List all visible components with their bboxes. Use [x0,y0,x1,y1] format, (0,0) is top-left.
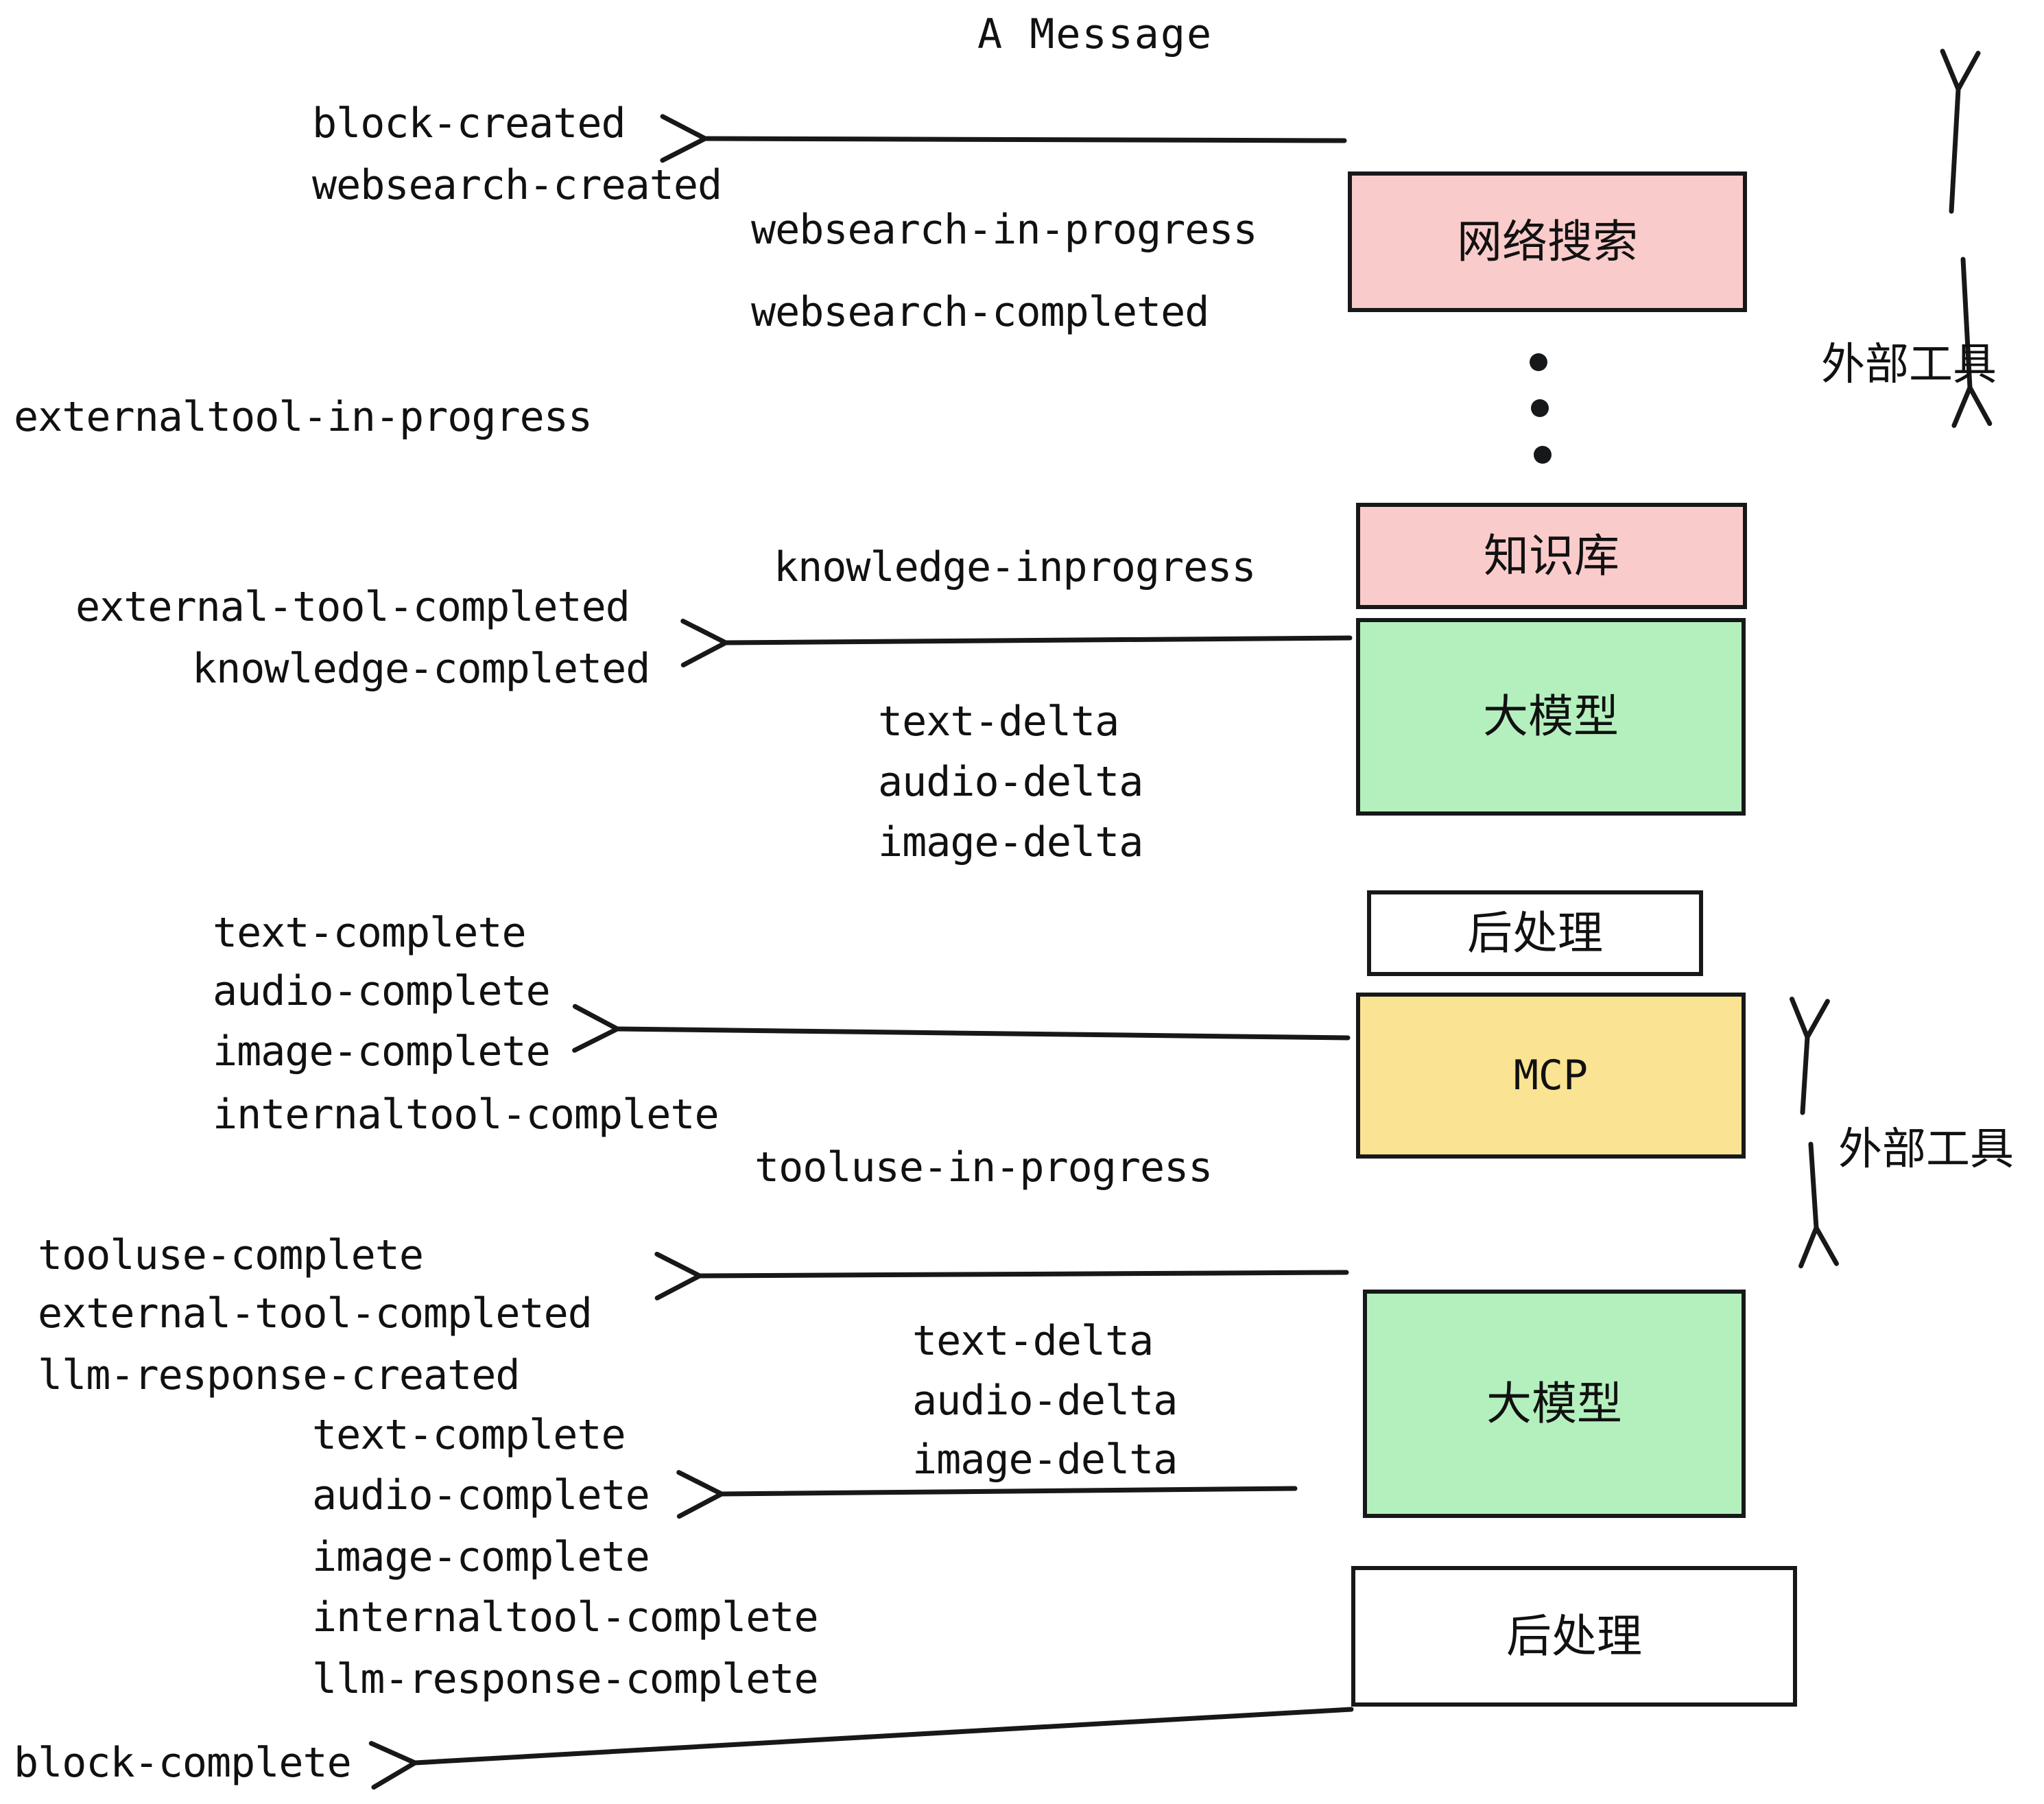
external-tool-group-label: 外部工具 [1821,340,1997,390]
node-box: 大模型 [1363,1290,1746,1518]
node-label: 知识库 [1484,529,1619,582]
event-label: knowledge-completed [192,645,650,693]
external-tool-up-2 [1789,996,1830,1115]
event-label: llm-response-created [38,1351,520,1399]
node-label: 后处理 [1506,1609,1642,1663]
node-box: 后处理 [1367,890,1703,976]
external-tool-up-1 [1940,49,1981,214]
event-label: websearch-in-progress [751,206,1258,254]
event-label: internaltool-complete [213,1091,720,1139]
event-label: llm-response-complete [312,1655,819,1703]
post-to-left [368,1707,1354,1790]
node-box: 后处理 [1351,1566,1797,1707]
page-title: A Message [977,10,1213,58]
external-tool-arrows [1789,49,1993,1269]
llm-to-left [572,1004,1351,1053]
event-label: audio-delta [878,758,1143,806]
node-box: 网络搜索 [1348,171,1747,312]
node-label: 网络搜索 [1457,215,1638,268]
node-box: 大模型 [1356,618,1746,816]
event-label: audio-delta [912,1377,1178,1425]
node-label: 大模型 [1483,690,1619,743]
ellipsis-dot-icon [1534,446,1552,464]
mcp-to-left [654,1251,1349,1301]
event-label: websearch-completed [751,288,1209,336]
event-label: text-complete [312,1411,626,1459]
event-label: tooluse-complete [38,1231,424,1279]
event-label: external-tool-completed [38,1290,593,1338]
node-label: 大模型 [1486,1377,1622,1430]
node-label: 后处理 [1467,906,1603,960]
event-label: image-complete [213,1028,551,1076]
event-label: image-complete [312,1533,650,1581]
node-box: 知识库 [1356,503,1747,609]
event-label: internaltool-complete [312,1593,819,1641]
node-box: MCP [1356,993,1746,1159]
ellipsis-dot-icon [1531,399,1549,417]
node-label: MCP [1513,1052,1589,1100]
event-label: text-delta [912,1317,1154,1365]
event-label: websearch-created [312,161,722,209]
event-label: knowledge-inprogress [774,543,1256,591]
event-label: text-delta [878,698,1119,746]
event-label: text-complete [213,909,527,957]
event-label: externaltool-in-progress [14,393,593,441]
event-label: image-delta [878,818,1143,866]
websearch-to-left [660,114,1347,163]
event-label: audio-complete [213,967,551,1015]
knowledge-to-left [680,618,1353,667]
event-label: image-delta [912,1436,1178,1484]
external-tool-down-2 [1798,1141,1839,1269]
event-label: block-created [312,99,626,147]
external-tool-group-label: 外部工具 [1838,1124,2014,1175]
event-label: audio-complete [312,1471,650,1519]
ellipsis-dot-icon [1530,353,1547,371]
event-label: block-complete [14,1739,352,1787]
event-label: external-tool-completed [75,583,630,631]
event-label: tooluse-in-progress [754,1143,1213,1191]
